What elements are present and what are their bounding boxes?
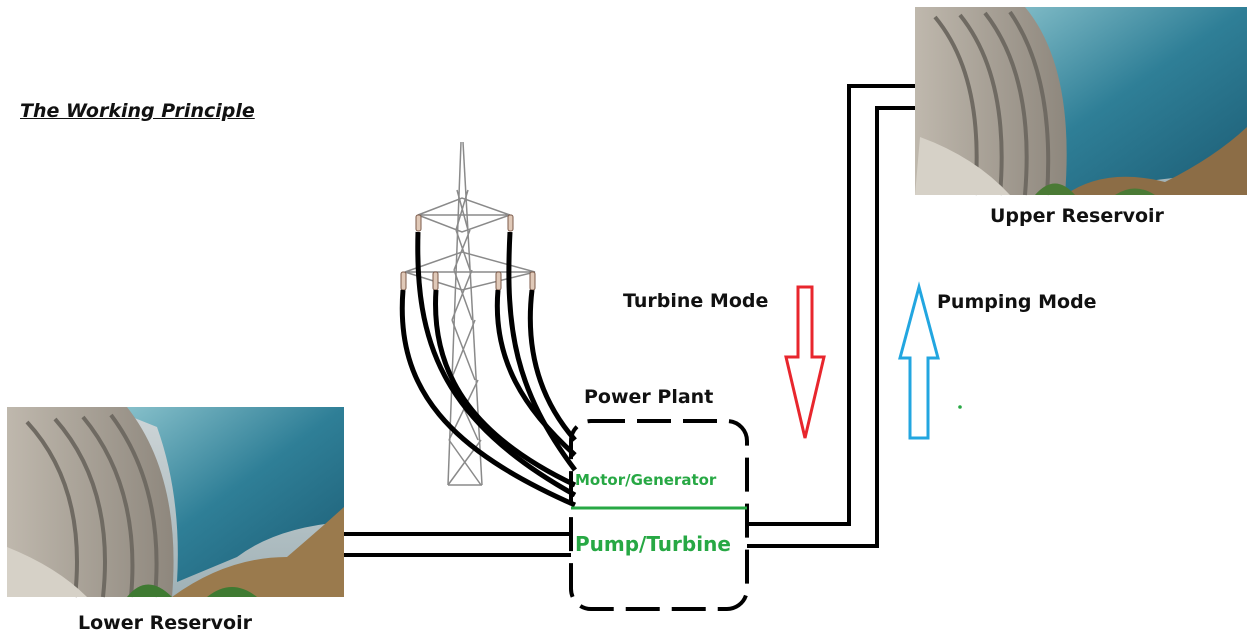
penstock-pipes bbox=[747, 84, 915, 548]
pumping-mode-label: Pumping Mode bbox=[937, 291, 1097, 313]
pump-turbine-label: Pump/Turbine bbox=[575, 532, 731, 556]
page-title: The Working Principle bbox=[20, 100, 255, 122]
turbine-mode-label: Turbine Mode bbox=[623, 290, 769, 312]
power-plant-box bbox=[569, 419, 749, 611]
lower-reservoir-image bbox=[7, 407, 344, 598]
pumping-mode-arrow-icon bbox=[898, 281, 940, 440]
lower-pipes bbox=[344, 532, 571, 557]
transmission-cables bbox=[399, 231, 578, 508]
motor-generator-label: Motor/Generator bbox=[575, 471, 717, 489]
turbine-mode-arrow-icon bbox=[784, 285, 826, 439]
upper-reservoir-label: Upper Reservoir bbox=[990, 205, 1164, 227]
upper-reservoir-image bbox=[915, 7, 1247, 196]
insulators bbox=[400, 214, 536, 291]
green-dot bbox=[958, 405, 962, 409]
lower-reservoir-label: Lower Reservoir bbox=[78, 612, 252, 634]
power-plant-label: Power Plant bbox=[584, 386, 714, 408]
